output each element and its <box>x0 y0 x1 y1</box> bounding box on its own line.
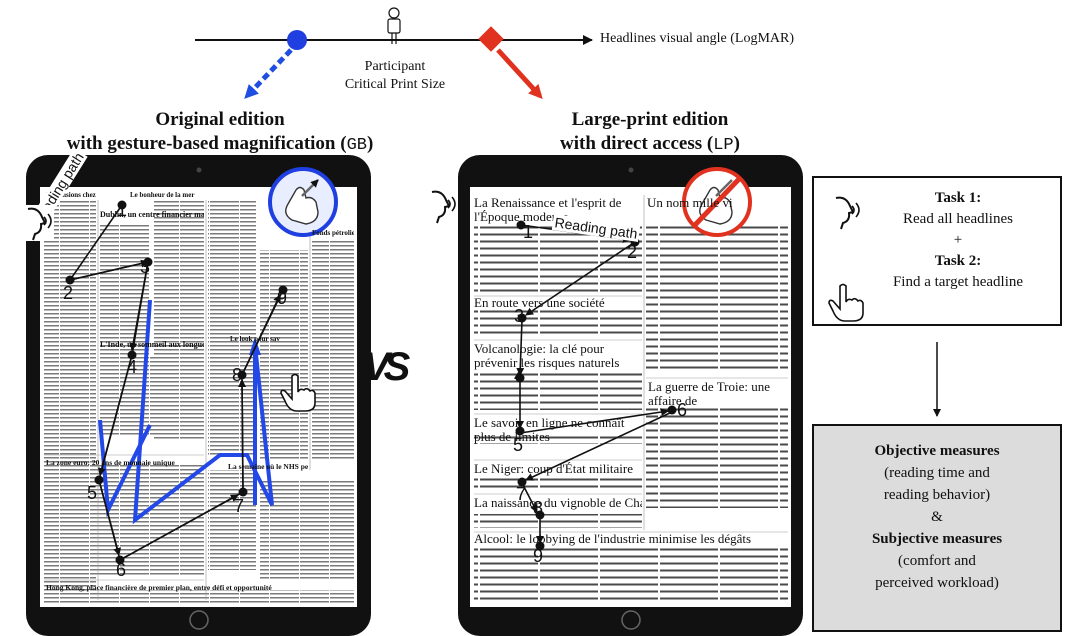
right-title-line1: Large-print edition <box>571 109 729 130</box>
participant-label: Participant Critical Print Size <box>330 58 460 94</box>
blue-circle-marker-icon <box>287 30 307 50</box>
objective-line1: (reading time and <box>884 465 990 481</box>
right-headline-9: Alcool: le lobbying de l'industrie minim… <box>474 532 752 546</box>
left-headline-6: Hong Kong, place financière de premier p… <box>46 583 272 592</box>
left-title-code: GB <box>346 136 367 155</box>
left-num-6: 6 <box>116 560 127 580</box>
right-headline-3: En route vers une société industrielle <box>474 296 605 311</box>
left-path-points <box>65 200 288 565</box>
person-icon <box>387 7 401 44</box>
subjective-line2: perceived workload) <box>875 575 999 591</box>
right-headline-7: Le Niger: coup d'État militaire <box>474 462 634 476</box>
left-num-9: 9 <box>277 288 288 308</box>
vs-label: VS <box>363 345 410 389</box>
right-headline-4: Volcanologie: la clé pour prévenir les r… <box>474 342 620 370</box>
task1-title: Task 1: <box>934 190 982 206</box>
speaking-head-icon <box>20 205 54 241</box>
right-num-7: 7 <box>516 484 527 504</box>
ampersand: & <box>931 509 943 525</box>
right-headline-5: La guerre de Troie: une affaire de <box>648 380 771 408</box>
objective-title: Objective measures <box>874 443 1000 459</box>
right-num-6: 6 <box>677 400 688 420</box>
right-headline-6: Le savoir en ligne ne connaît plus de li… <box>474 416 625 444</box>
right-num-2: 2 <box>627 242 638 262</box>
plus-sign: + <box>953 232 963 248</box>
right-headline-8: La naissance du vignoble de Champagne: u… <box>474 496 642 510</box>
left-title-prefix: with gesture-based magnification ( <box>66 133 347 154</box>
left-headline-4: L'Inde, un sommeil aux longues oreilles <box>100 340 204 349</box>
left-title-line1: Original edition <box>155 109 285 130</box>
left-headline-2: Le bonheur de la mer <box>130 191 195 199</box>
right-num-8: 8 <box>533 498 544 518</box>
measures-box: Objective measures (reading time and rea… <box>812 424 1062 632</box>
task2-title: Task 2: <box>934 253 982 269</box>
left-num-3: 3 <box>140 257 151 277</box>
right-headline-2: Un nom mille vi <box>647 196 733 210</box>
axis-label: Headlines visual angle (LogMAR) <box>600 31 795 46</box>
left-num-4: 4 <box>127 357 138 377</box>
left-num-1: 1 <box>117 200 128 220</box>
left-title-line2: with gesture-based magnification (GB) <box>0 132 440 158</box>
right-panel-title: Large-print edition with direct access (… <box>440 108 860 158</box>
speaking-head-icon <box>424 188 458 224</box>
left-headline-7: La semaine où le NHS peut protéger les <box>228 462 308 471</box>
left-num-5: 5 <box>87 483 98 503</box>
left-headline-3: Dublin, un centre financier majeur en Eu… <box>100 210 204 219</box>
left-num-7: 7 <box>234 496 245 516</box>
right-title-line2: with direct access (LP) <box>440 132 860 158</box>
task-box: Task 1: Read all headlines + Task 2: Fin… <box>812 176 1062 326</box>
pointing-hand-icon <box>826 282 866 322</box>
left-num-8: 8 <box>232 365 243 385</box>
magnification-path <box>132 299 274 525</box>
left-headline-9: Le look pour savoir <box>230 335 280 343</box>
speaking-head-icon <box>828 194 862 230</box>
right-tablet <box>458 155 803 636</box>
participant-label-line2: Critical Print Size <box>344 77 446 92</box>
left-headline-5: La zone euro: 20 ans de monnaie unique <box>46 458 175 467</box>
right-num-9: 9 <box>533 546 544 566</box>
task1-text: Read all headlines <box>903 211 1013 227</box>
left-headline-1: Ils pensions chez <box>46 191 96 199</box>
left-headline-8: Fonds pétrolier norvégien <box>312 229 354 237</box>
pointing-hand-icon <box>278 372 318 412</box>
right-title-suffix: ) <box>733 133 740 154</box>
blue-dashed-arrow <box>244 48 293 99</box>
task2-text: Find a target headline <box>892 274 1024 290</box>
left-panel-title: Original edition with gesture-based magn… <box>0 108 440 158</box>
subjective-line1: (comfort and <box>898 553 976 569</box>
right-num-5: 5 <box>513 435 524 455</box>
subjective-title: Subjective measures <box>871 531 1003 547</box>
red-arrow <box>496 48 543 99</box>
right-num-4: 4 <box>514 366 525 386</box>
tablet-home-button-icon <box>189 610 209 630</box>
left-title-suffix: ) <box>366 133 374 154</box>
right-num-3: 3 <box>514 306 525 326</box>
right-headline-1: La Renaissance et l'esprit de l'Époque m… <box>474 196 622 224</box>
left-num-2: 2 <box>63 283 74 303</box>
right-num-1: 1 <box>523 222 534 242</box>
right-title-code: LP <box>713 136 734 155</box>
participant-label-line1: Participant <box>364 59 426 74</box>
right-title-prefix: with direct access ( <box>560 133 714 154</box>
red-diamond-marker-icon <box>478 26 504 52</box>
objective-line2: reading behavior) <box>883 487 991 503</box>
